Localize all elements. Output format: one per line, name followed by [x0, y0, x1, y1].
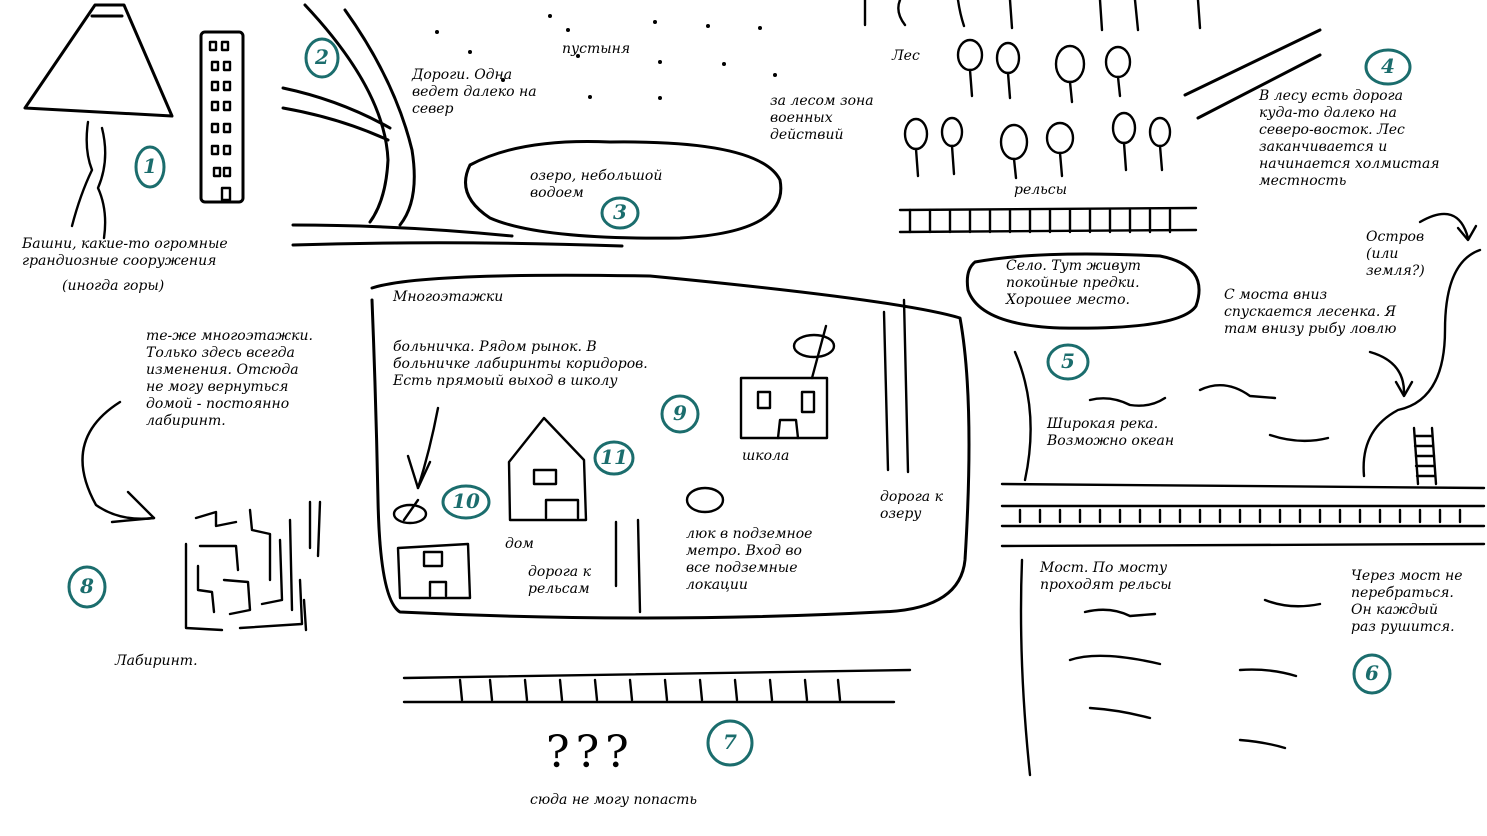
- bridge-cross-label: Через мост не перебраться. Он каждый раз…: [1351, 568, 1463, 635]
- tower-building-icon: [199, 30, 245, 204]
- forest-road-label: В лесу есть дорога куда-то далеко на сев…: [1259, 88, 1440, 189]
- forest-road: [1183, 28, 1322, 97]
- hospital-building: [392, 498, 472, 600]
- marker-3: 3: [613, 200, 627, 224]
- rails-bottom: [402, 668, 912, 704]
- marker-8: 8: [80, 574, 94, 598]
- island-arrow: [1418, 212, 1470, 240]
- marker-10: 10: [452, 489, 480, 513]
- desert-label: пустыня: [562, 41, 631, 57]
- village-label: Село. Тут живут покойные предки. Хорошее…: [1006, 258, 1141, 308]
- rails-top-label: рельсы: [1014, 182, 1068, 198]
- ladder-label: С моста вниз спускается лесенка. Я там в…: [1224, 287, 1397, 337]
- highrises-change-label: те-же многоэтажки. Только здесь всегда и…: [146, 328, 313, 429]
- island-label: Остров (или земля?): [1366, 229, 1425, 279]
- hospital-label: больничка. Рядом рынок. В больничке лаби…: [393, 339, 648, 389]
- towers-note-label: (иногда горы): [62, 278, 165, 294]
- bridge-rails: [1000, 482, 1486, 548]
- marker-2: 2: [315, 45, 329, 69]
- rails-top: [898, 206, 1198, 234]
- town-outline: [370, 273, 971, 620]
- marker-5: 5: [1061, 349, 1075, 373]
- roads-label: Дороги. Одна ведет далеко на север: [412, 67, 537, 117]
- home-building: [507, 416, 588, 522]
- road-north: [343, 8, 416, 227]
- road-lake-label: дорога к озеру: [880, 489, 943, 522]
- towers-label: Башни, какие-то огромные грандиозные соо…: [22, 236, 228, 269]
- home-label: дом: [505, 536, 534, 552]
- war-zone-label: за лесом зона военных действий: [770, 93, 874, 143]
- marker-4: 4: [1381, 54, 1395, 78]
- school-building: [739, 324, 836, 440]
- desert-dots: [435, 14, 777, 100]
- labyrinth-label: Лабиринт.: [115, 653, 198, 669]
- metro-hatch-icon: [685, 486, 725, 514]
- marker-9: 9: [673, 401, 687, 425]
- marker-1: 1: [143, 154, 157, 178]
- unreachable-label: сюда не могу попасть: [530, 792, 698, 808]
- marker-6: 6: [1365, 661, 1379, 685]
- marker-circles: [67, 37, 1412, 767]
- village-outline: [965, 252, 1201, 330]
- marker-7: 7: [723, 730, 737, 754]
- marker-11: 11: [600, 445, 628, 469]
- lake-outline: [464, 140, 783, 240]
- road-rails-label: дорога к рельсам: [528, 564, 591, 597]
- hatch-label: люк в подземное метро. Вход во все подзе…: [686, 526, 813, 593]
- forest-trees: [863, 0, 1202, 180]
- highrises-label: Многоэтажки: [393, 289, 504, 305]
- lake-label: озеро, небольшой водоем: [530, 168, 663, 201]
- bridge-label: Мост. По мосту проходят рельсы: [1040, 560, 1172, 593]
- school-label: школа: [742, 448, 790, 464]
- labyrinth-icon: [184, 500, 322, 632]
- river-bank: [1013, 350, 1032, 482]
- mountain-icon: [23, 3, 174, 118]
- river-label: Широкая река. Возможно океан: [1047, 416, 1175, 449]
- unknown-label: ???: [546, 727, 635, 778]
- ladder-icon: [1412, 426, 1438, 486]
- forest-label: Лес: [892, 48, 920, 64]
